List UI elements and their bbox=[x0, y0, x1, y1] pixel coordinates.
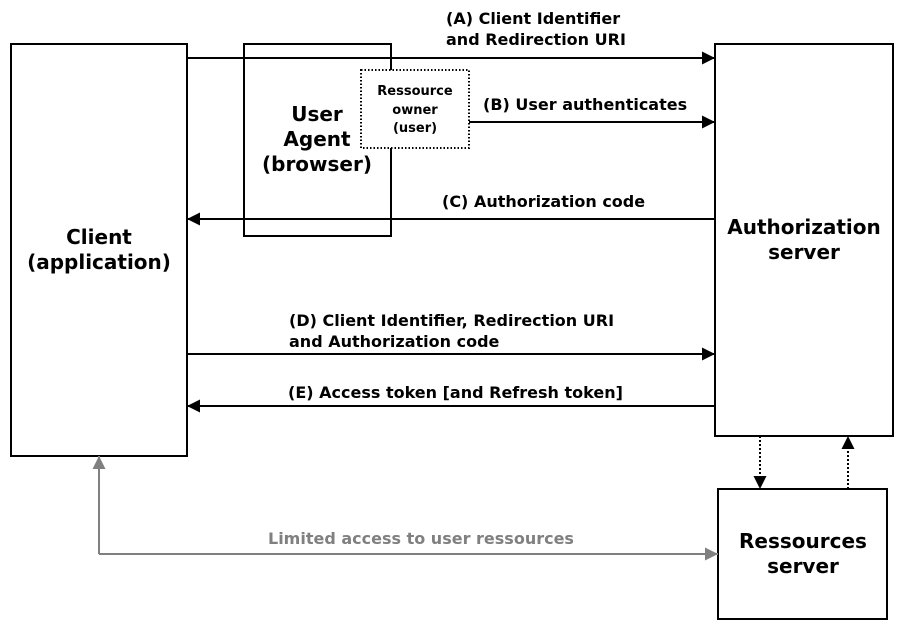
flow-c-label: (C) Authorization code bbox=[442, 192, 645, 211]
client-box bbox=[10, 43, 188, 457]
resources-server-label-line2: server bbox=[767, 554, 839, 578]
user-agent-label-line1: User bbox=[291, 102, 343, 126]
resources-server-box bbox=[717, 488, 888, 620]
flow-a-label-line2: and Redirection URI bbox=[446, 30, 626, 49]
client-label-line1: Client bbox=[66, 225, 132, 249]
resource-owner-label-line1: Ressource bbox=[377, 84, 453, 99]
limited-access-label: Limited access to user ressources bbox=[268, 529, 574, 548]
flow-a-label-line1: (A) Client Identifier bbox=[446, 9, 620, 28]
resources-server-label-line1: Ressources bbox=[739, 529, 867, 553]
flow-b-label: (B) User authenticates bbox=[483, 95, 687, 114]
flow-d-label-line1: (D) Client Identifier, Redirection URI bbox=[289, 311, 614, 330]
authorization-server-label-line1: Authorization bbox=[727, 215, 881, 239]
client-label-line2: (application) bbox=[27, 250, 171, 274]
flow-d-label-line2: and Authorization code bbox=[289, 332, 500, 351]
user-agent-label-line3: (browser) bbox=[262, 152, 372, 176]
user-agent-label-line2: Agent bbox=[283, 127, 351, 151]
authorization-server-box bbox=[714, 43, 894, 437]
resource-owner-box bbox=[360, 69, 470, 149]
flow-e-label: (E) Access token [and Refresh token] bbox=[288, 383, 623, 402]
resource-owner-label-line3: (user) bbox=[393, 121, 437, 136]
authorization-server-label-line2: server bbox=[768, 240, 840, 264]
resource-owner-label-line2: owner bbox=[392, 103, 438, 118]
